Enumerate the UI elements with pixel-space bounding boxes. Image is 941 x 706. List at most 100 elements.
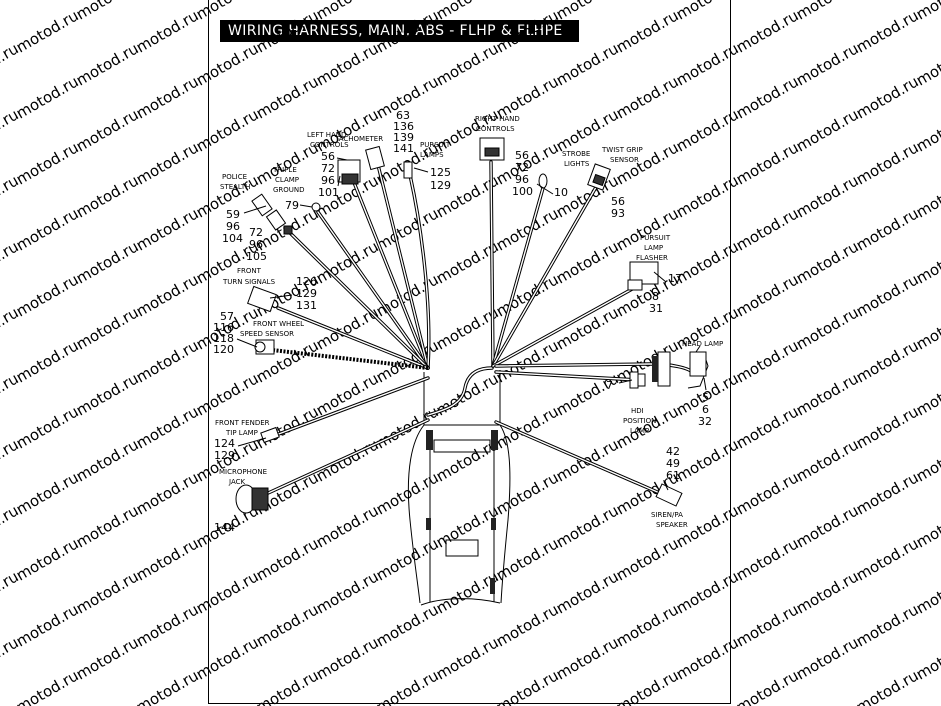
watermark-text: motod.ru	[853, 336, 922, 386]
watermark-text: motod.ru	[853, 72, 922, 122]
watermark-text: motod.ru	[793, 0, 862, 23]
tachometer-num-3: 139	[393, 131, 414, 144]
watermark-text: motod.ru	[133, 666, 202, 706]
watermark-text: motod.ru	[673, 237, 742, 287]
watermark-text: motod.ru	[73, 369, 142, 419]
twist-grip-label-1: TWIST GRIP	[601, 146, 643, 154]
watermark-text: motod.ru	[13, 402, 82, 452]
watermark-text: motod.ru	[13, 204, 82, 254]
watermark-text: motod.ru	[553, 39, 622, 89]
watermark-text: motod.ru	[553, 633, 622, 683]
mic-num-1: 144	[214, 521, 235, 534]
watermark-text: motod.ru	[793, 633, 862, 683]
watermark-text: motod.ru	[793, 369, 862, 419]
watermark-text: motod.ru	[313, 633, 382, 683]
watermark-text: motod.ru	[253, 666, 322, 706]
diagram-title: WIRING HARNESS, MAIN, ABS - FLHP & FLHPE	[220, 20, 579, 42]
watermark-text: motod.ru	[493, 666, 562, 706]
callout-front-wheel-speed-sensor: 57 116 118 120 FRONT WHEEL SPEED SENSOR	[213, 310, 304, 356]
left-hand-controls-num-3: 96	[321, 174, 335, 187]
connector-pursuit-lamp-flasher	[627, 261, 659, 291]
callout-front-turn-signals: FRONT TURN SIGNALS 126 129 131	[222, 267, 317, 312]
watermark-text: motod.ru	[133, 72, 202, 122]
watermark-text: motod.ru	[733, 468, 802, 518]
mic-label-1: MICROPHONE	[219, 468, 267, 476]
watermark-text: motod.ru	[793, 501, 862, 551]
wire-bundle	[264, 160, 694, 496]
front-wheel-num-1: 57	[220, 310, 234, 323]
hdi-label-2: POSITION	[623, 417, 656, 425]
mic-label-2: JACK	[228, 478, 245, 486]
watermark-text: motod.ru	[373, 534, 442, 584]
watermark-text: motod.ru	[793, 171, 862, 221]
hdi-label-1: HDI	[631, 407, 644, 415]
watermark-text: motod.ru	[853, 402, 922, 452]
police-stealth-label-2: STEALTH	[220, 183, 250, 191]
watermark-text: motod.ru	[73, 0, 142, 23]
watermark-text: motod.ru	[193, 39, 262, 89]
leader-lines	[236, 157, 707, 491]
connector-front-fender-tip-lamp	[260, 426, 280, 444]
watermark-text: motod.ru	[73, 171, 142, 221]
watermark-text: motod.ru	[253, 600, 322, 650]
watermark-text: motod.ru	[733, 402, 802, 452]
police-stealth-num-5: 96	[249, 238, 263, 251]
right-hand-controls-label-1: RIGHT HAND	[475, 115, 520, 123]
watermark-text: motod.ru	[613, 600, 682, 650]
callout-pursuit-lamps: PURSUIT LAMPS 125 129	[420, 141, 451, 192]
watermark-text: motod.ru	[493, 468, 562, 518]
connector-microphone-jack	[235, 484, 269, 514]
watermark-text: motod.ru	[553, 0, 622, 23]
flasher-num-1: 17	[668, 272, 682, 285]
connector-tachometer	[365, 145, 385, 171]
watermark-text: motod.ru	[433, 39, 502, 89]
connector-right-hand-controls	[479, 137, 505, 161]
left-hand-controls-label-1: LEFT HAND	[307, 131, 346, 139]
fender-label-2: TIP LAMP	[225, 429, 258, 437]
callout-hdi-position-lamp: 7 HDI POSITION LAMP	[606, 379, 656, 435]
watermark-text: motod.ru	[73, 303, 142, 353]
watermark-text: motod.ru	[73, 39, 142, 89]
watermark-text: motod.ru	[313, 39, 382, 89]
front-turn-signals-num-3: 131	[296, 299, 317, 312]
flasher-label-1: PURSUIT	[640, 234, 671, 242]
watermark-text: motod.ru	[853, 204, 922, 254]
watermark-text: motod.ru	[133, 402, 202, 452]
front-turn-signals-num-2: 129	[296, 287, 317, 300]
watermark-text: motod.ru	[133, 336, 202, 386]
watermark-text: motod.ru	[433, 0, 502, 23]
callout-siren-pa-speaker: 42 49 61 SIREN/PA SPEAKER	[651, 445, 688, 529]
callout-left-hand-controls: LEFT HAND CONTROLS 56 72 96 101	[307, 131, 349, 199]
watermark-text: motod.ru	[133, 468, 202, 518]
tachometer-num-2: 136	[393, 120, 414, 133]
watermark-text: motod.ru	[853, 468, 922, 518]
callout-tachometer: TACHOMETER 63 136 139 141	[334, 109, 414, 155]
watermark-text: motod.ru	[373, 600, 442, 650]
watermark-text: motod.ru	[733, 666, 802, 706]
callout-pursuit-lamp-flasher: PURSUIT LAMP FLASHER 17 8 31	[636, 234, 682, 315]
head-lamp-num-3: 32	[698, 415, 712, 428]
watermark-text: motod.ru	[313, 237, 382, 287]
watermark-text: motod.ru	[13, 270, 82, 320]
siren-num-1: 42	[666, 445, 680, 458]
watermark-text: motod.ru	[733, 534, 802, 584]
watermark-text: motod.ru	[793, 435, 862, 485]
watermark-text: motod.ru	[313, 567, 382, 617]
watermark-text: motod.ru	[673, 435, 742, 485]
tachometer-num-1: 63	[396, 109, 410, 122]
siren-label-1: SIREN/PA	[651, 511, 683, 519]
watermark-text: motod.ru	[133, 138, 202, 188]
watermark-text: motod.ru	[553, 501, 622, 551]
watermark-text: motod.ru	[373, 468, 442, 518]
watermark-text: motod.ru	[133, 600, 202, 650]
callout-head-lamp: HEAD LAMP 5 6 32	[682, 340, 723, 428]
watermark-text: motod.ru	[613, 72, 682, 122]
connector-pursuit-lamps	[403, 161, 413, 179]
watermark-text: motod.ru	[733, 204, 802, 254]
hdi-num-1: 7	[606, 379, 613, 392]
watermark-text: motod.ru	[13, 468, 82, 518]
watermark-text: motod.ru	[253, 534, 322, 584]
connector-front-wheel-speed-sensor	[254, 339, 275, 355]
watermark-text: motod.ru	[253, 6, 322, 56]
